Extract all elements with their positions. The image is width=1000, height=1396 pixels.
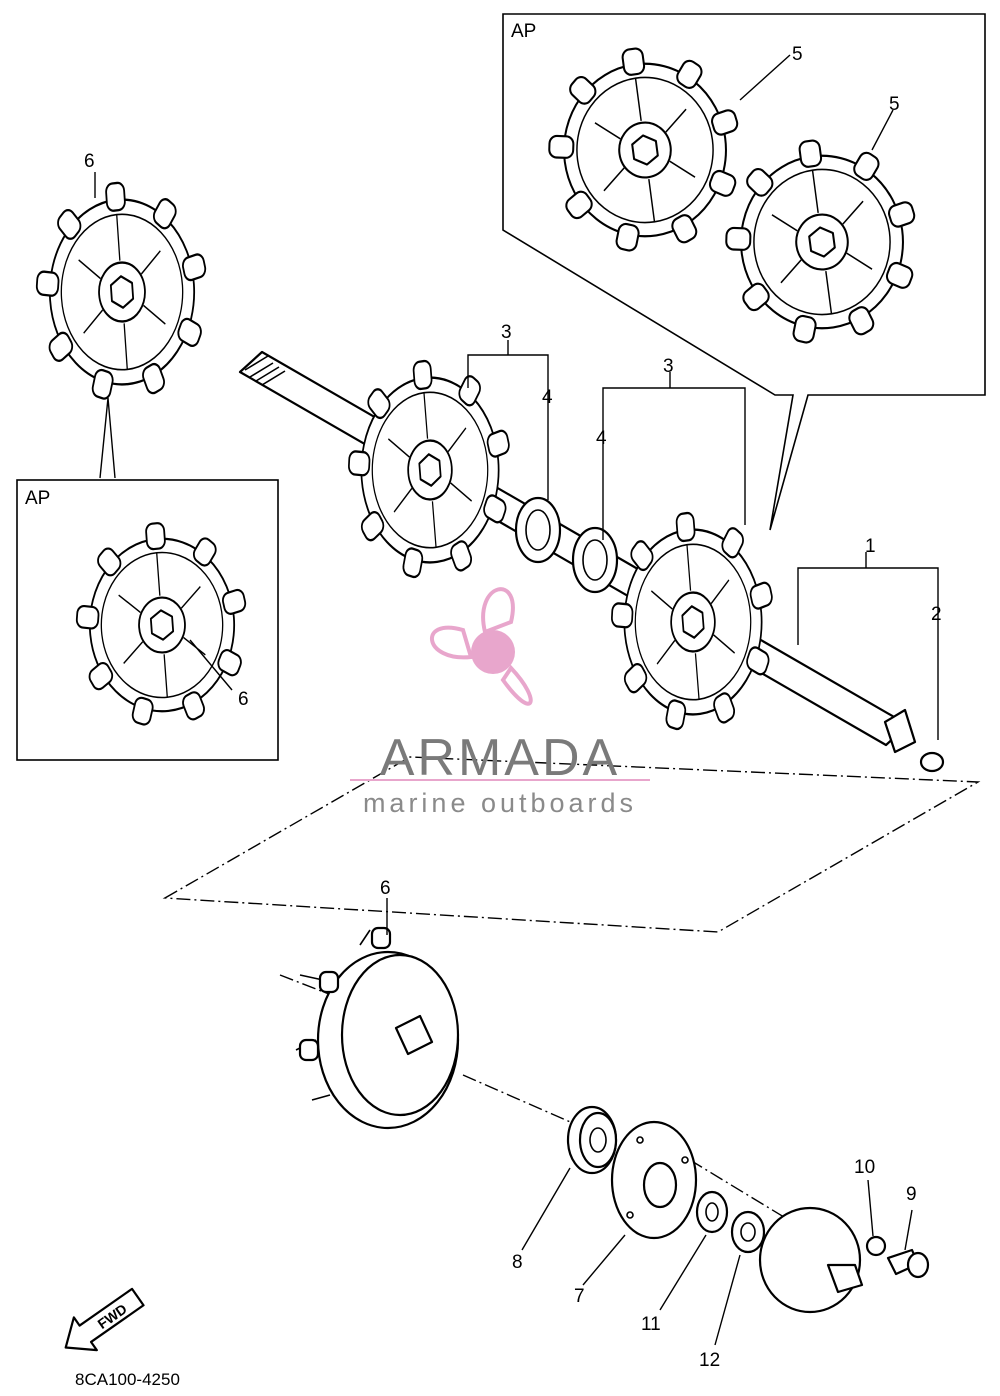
callout-6-ap: 6	[238, 689, 249, 710]
watermark-title: ARMADA	[380, 729, 620, 787]
callout-5-right: 5	[889, 94, 900, 115]
bearing-8	[566, 1105, 618, 1175]
ap-label-top-right: AP	[511, 21, 536, 42]
callout-6-drum: 6	[380, 878, 391, 899]
washer-11	[695, 1190, 729, 1234]
nut-12	[730, 1210, 766, 1254]
callout-4-right: 4	[596, 428, 607, 449]
callout-3-right: 3	[663, 356, 674, 377]
callout-10: 10	[854, 1157, 875, 1178]
callout-5-left: 5	[792, 44, 803, 65]
callout-12: 12	[699, 1350, 720, 1371]
callout-11: 11	[641, 1314, 661, 1335]
collar-4-left	[514, 496, 562, 564]
callout-2: 2	[931, 604, 942, 625]
armada-logo-icon	[430, 587, 533, 706]
sprocket-3-right	[602, 500, 784, 741]
sprocket-6-top	[28, 172, 216, 409]
plate-7	[610, 1120, 698, 1240]
callout-9: 9	[906, 1184, 917, 1205]
bolt-9	[886, 1248, 930, 1279]
fwd-arrow: FWD	[64, 1287, 145, 1352]
ap-box-top-right: AP	[502, 13, 986, 531]
collar-4-right	[571, 526, 619, 594]
callout-1: 1	[865, 536, 876, 557]
plug-2	[919, 751, 945, 773]
callout-6-top: 6	[84, 151, 95, 172]
watermark-subtitle: marine outboards	[363, 788, 637, 818]
sprocket-6-ap	[68, 513, 256, 735]
washer-10	[865, 1235, 887, 1257]
sprocket-5b	[712, 125, 932, 356]
drum-sprocket-6	[295, 926, 460, 1130]
callout-4-left: 4	[542, 387, 553, 408]
callout-8: 8	[512, 1252, 523, 1273]
ap-box-left: AP	[16, 479, 279, 761]
ap-label-left: AP	[25, 488, 50, 509]
sprocket-3-left	[339, 348, 521, 589]
part-code: 8CA100-4250	[75, 1370, 180, 1389]
callout-3-left: 3	[501, 322, 512, 343]
bearing-housing	[758, 1206, 864, 1314]
drive-shaft-assembly	[238, 348, 945, 773]
sprocket-5a	[535, 33, 755, 264]
callout-7: 7	[574, 1286, 585, 1307]
